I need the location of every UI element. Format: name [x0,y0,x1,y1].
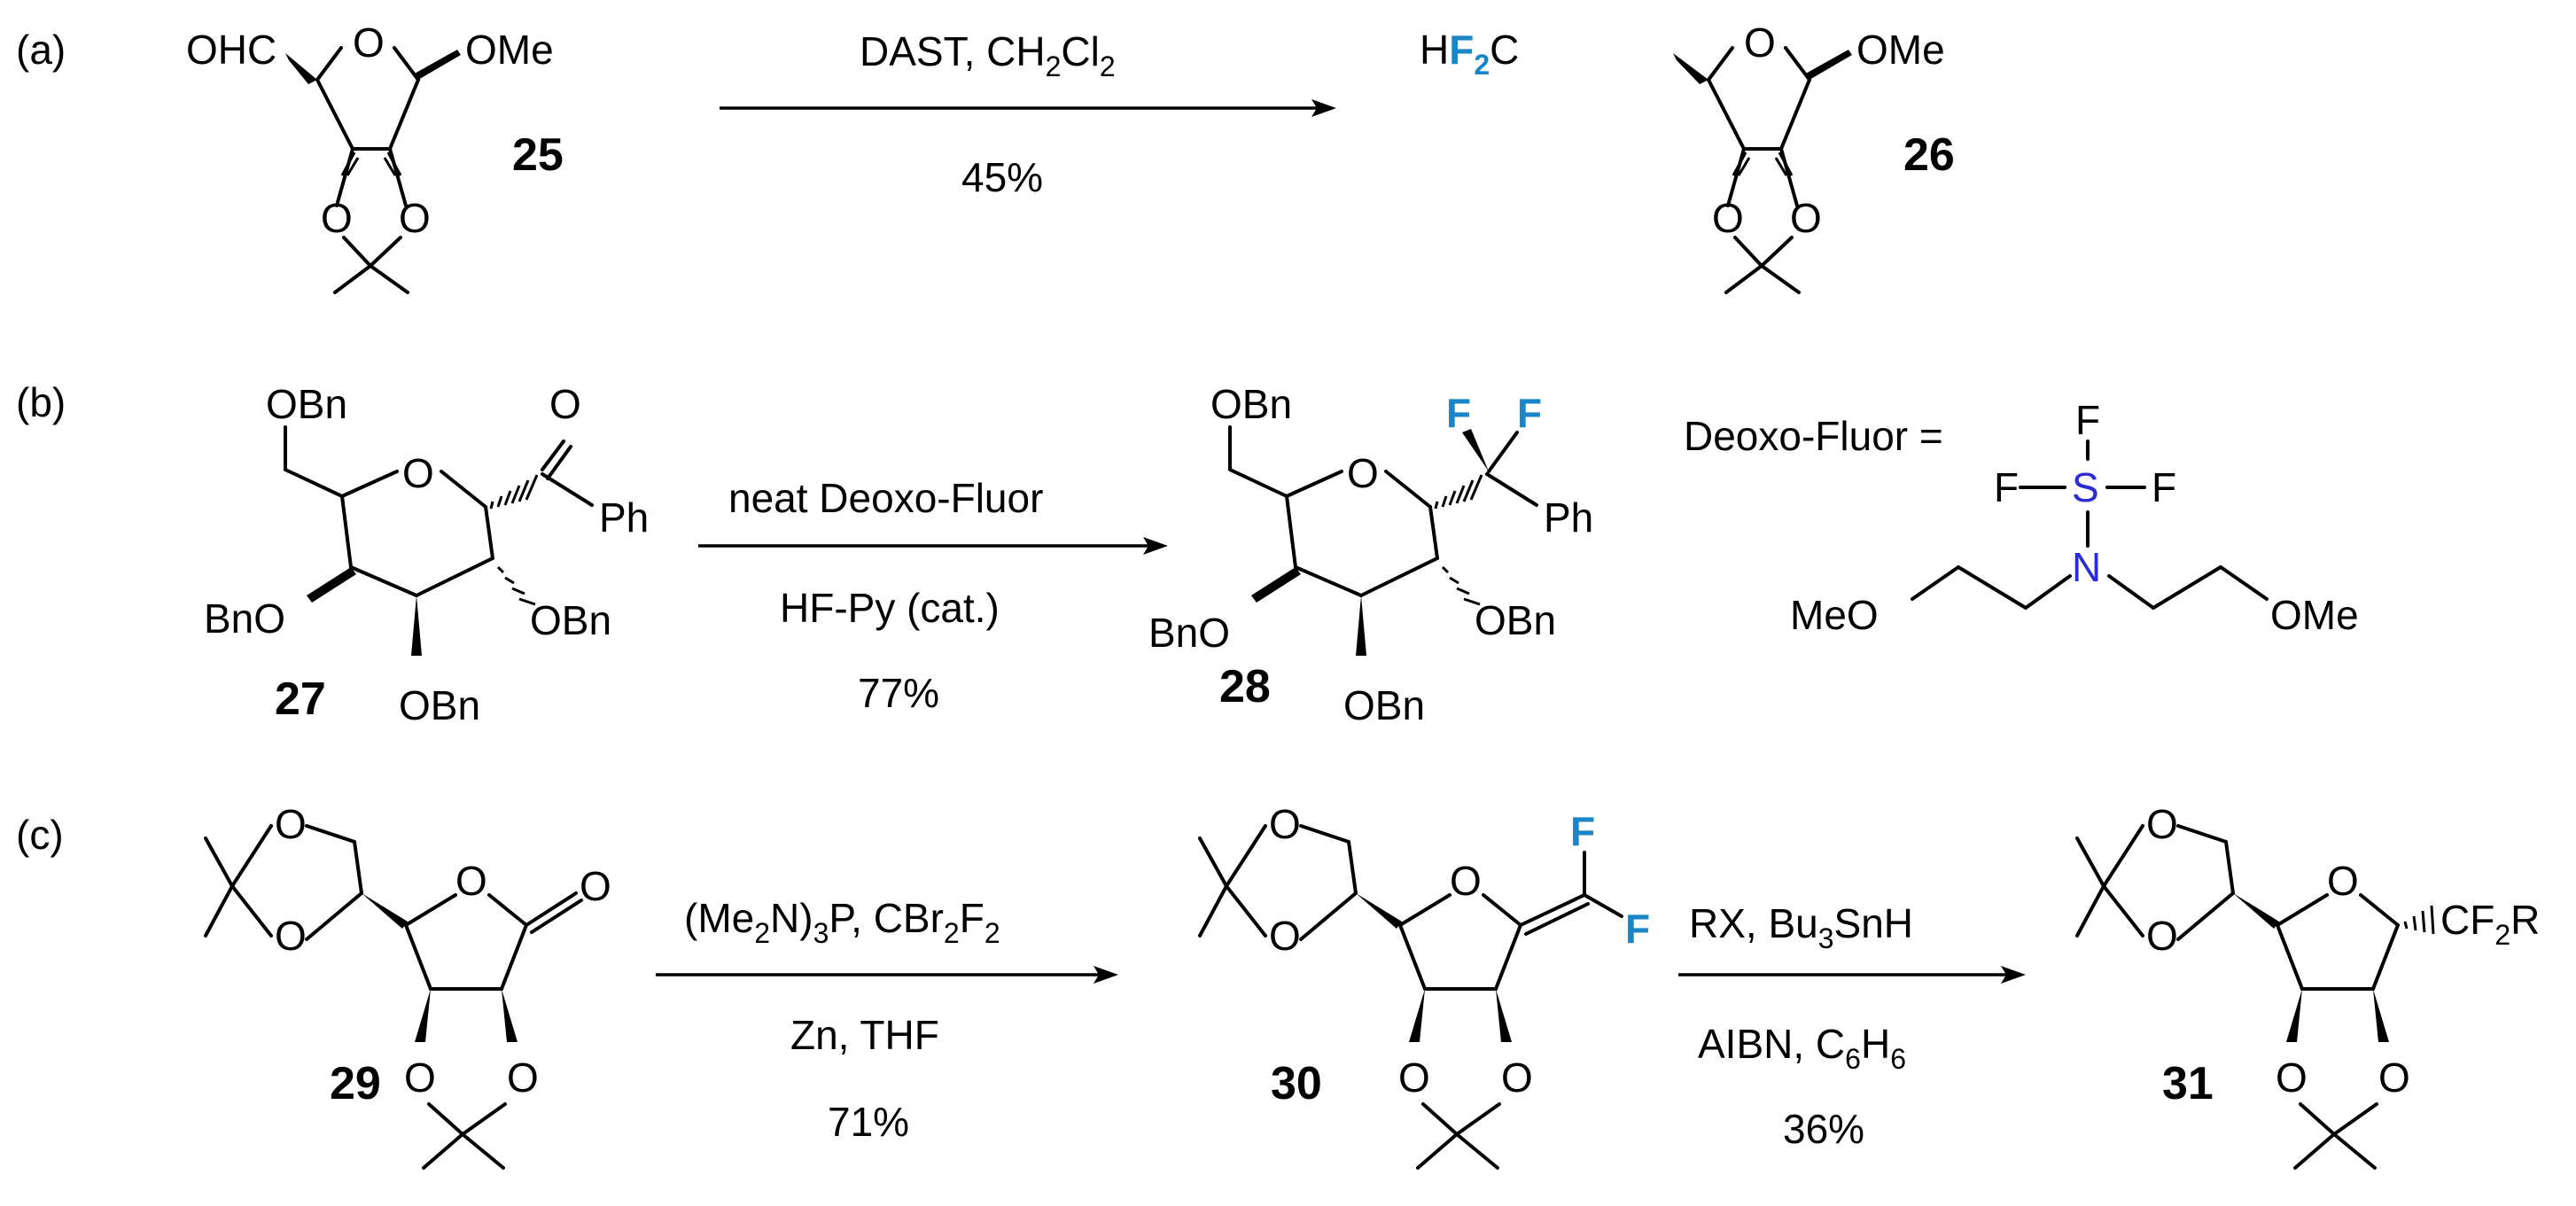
compound-label-31: 31 [2162,1058,2214,1109]
svg-text:OBn: OBn [1343,682,1425,728]
svg-text:O: O [275,801,307,847]
yield-c1: 71% [828,1099,909,1145]
arrow-a [720,99,1336,117]
svg-text:O: O [353,19,385,66]
svg-text:O: O [2378,1054,2410,1101]
reagent-c2-above: RX, Bu3SnH [1689,900,1913,954]
svg-text:HF2C: HF2C [1420,27,1519,81]
svg-text:O: O [1790,195,1822,241]
svg-text:F: F [1570,808,1595,854]
reagent-c2-below: AIBN, C6H6 [1698,1021,1906,1075]
svg-text:F: F [1994,464,2019,510]
svg-text:O: O [1398,1054,1430,1101]
svg-text:O: O [455,858,487,904]
part-label-c: (c) [16,812,64,858]
svg-text:O: O [275,913,307,959]
svg-text:O: O [1450,858,1482,904]
compound-label-28: 28 [1219,661,1271,712]
compound-label-25: 25 [512,129,564,181]
svg-text:F: F [2075,397,2100,443]
svg-text:O: O [1269,801,1301,847]
svg-text:F: F [1625,906,1650,952]
svg-text:OBn: OBn [399,682,480,728]
compound-25-structure: O OHC OMe O O [186,19,554,294]
compound-26-structure: O HF2C OMe O O [1420,19,1945,294]
svg-text:OBn: OBn [266,381,347,427]
svg-text:O: O [1744,19,1776,66]
svg-text:O: O [2146,913,2178,959]
compound-30-structure: O O O F F O O [1198,801,1650,1170]
reagent-c1-above: (Me2N)3P, CBr2F2 [684,895,1000,949]
svg-text:O: O [2327,858,2359,904]
svg-text:OBn: OBn [1210,381,1292,427]
compound-label-26: 26 [1903,129,1955,181]
svg-text:F: F [1446,390,1471,436]
svg-text:OMe: OMe [2270,592,2359,638]
compound-27-structure: OBn O O Ph BnO OBn OB [204,381,649,728]
svg-text:OMe: OMe [465,27,554,73]
svg-text:O: O [402,450,434,496]
svg-text:O: O [1501,1054,1533,1101]
reagent-b-line2: HF-Py (cat.) [780,585,1000,631]
svg-text:OBn: OBn [1475,597,1556,643]
svg-text:F: F [2152,464,2176,510]
compound-28-structure: OBn O F F Ph BnO OBn [1148,381,1593,728]
svg-text:N: N [2072,544,2101,590]
svg-text:MeO: MeO [1790,592,1879,638]
yield-b: 77% [858,670,939,716]
compound-29-structure: O O O O O O [204,801,611,1170]
svg-text:OMe: OMe [1856,27,1945,73]
reagent-c1-below: Zn, THF [790,1012,939,1058]
arrow-c2 [1678,966,2026,984]
svg-text:O: O [1712,195,1744,241]
svg-text:OBn: OBn [530,597,611,643]
svg-text:S: S [2072,464,2099,510]
svg-text:CF2R: CF2R [2440,897,2540,951]
svg-text:O: O [2146,801,2178,847]
svg-text:O: O [580,863,611,909]
svg-text:Ph: Ph [1544,494,1593,541]
arrow-b [698,537,1168,555]
svg-text:O: O [2276,1054,2308,1101]
svg-text:O: O [399,195,431,241]
part-label-b: (b) [16,379,66,425]
svg-text:OHC: OHC [186,27,276,73]
reagent-a-above: DAST, CH2Cl2 [860,28,1116,82]
svg-text:O: O [1347,450,1379,496]
svg-text:O: O [1269,913,1301,959]
svg-text:O: O [404,1054,436,1101]
compound-label-30: 30 [1271,1058,1322,1109]
reagent-b-line1: neat Deoxo-Fluor [728,475,1043,521]
svg-text:O: O [321,195,353,241]
svg-text:F: F [1517,390,1542,436]
part-label-a: (a) [16,27,66,73]
deoxofluor-label: Deoxo-Fluor = [1684,413,1943,459]
svg-text:O: O [507,1054,539,1101]
svg-text:Ph: Ph [599,494,649,541]
compound-label-29: 29 [330,1058,381,1109]
compound-label-27: 27 [275,673,326,725]
deoxofluor-structure: F F S F N MeO OMe [1790,397,2359,638]
compound-31-structure: O O O CF2R O O [2075,801,2540,1170]
svg-text:BnO: BnO [1148,610,1230,656]
yield-a: 45% [961,154,1043,200]
svg-text:BnO: BnO [204,595,285,642]
yield-c2: 36% [1783,1106,1864,1152]
arrow-c1 [656,966,1118,984]
svg-text:O: O [549,381,581,427]
